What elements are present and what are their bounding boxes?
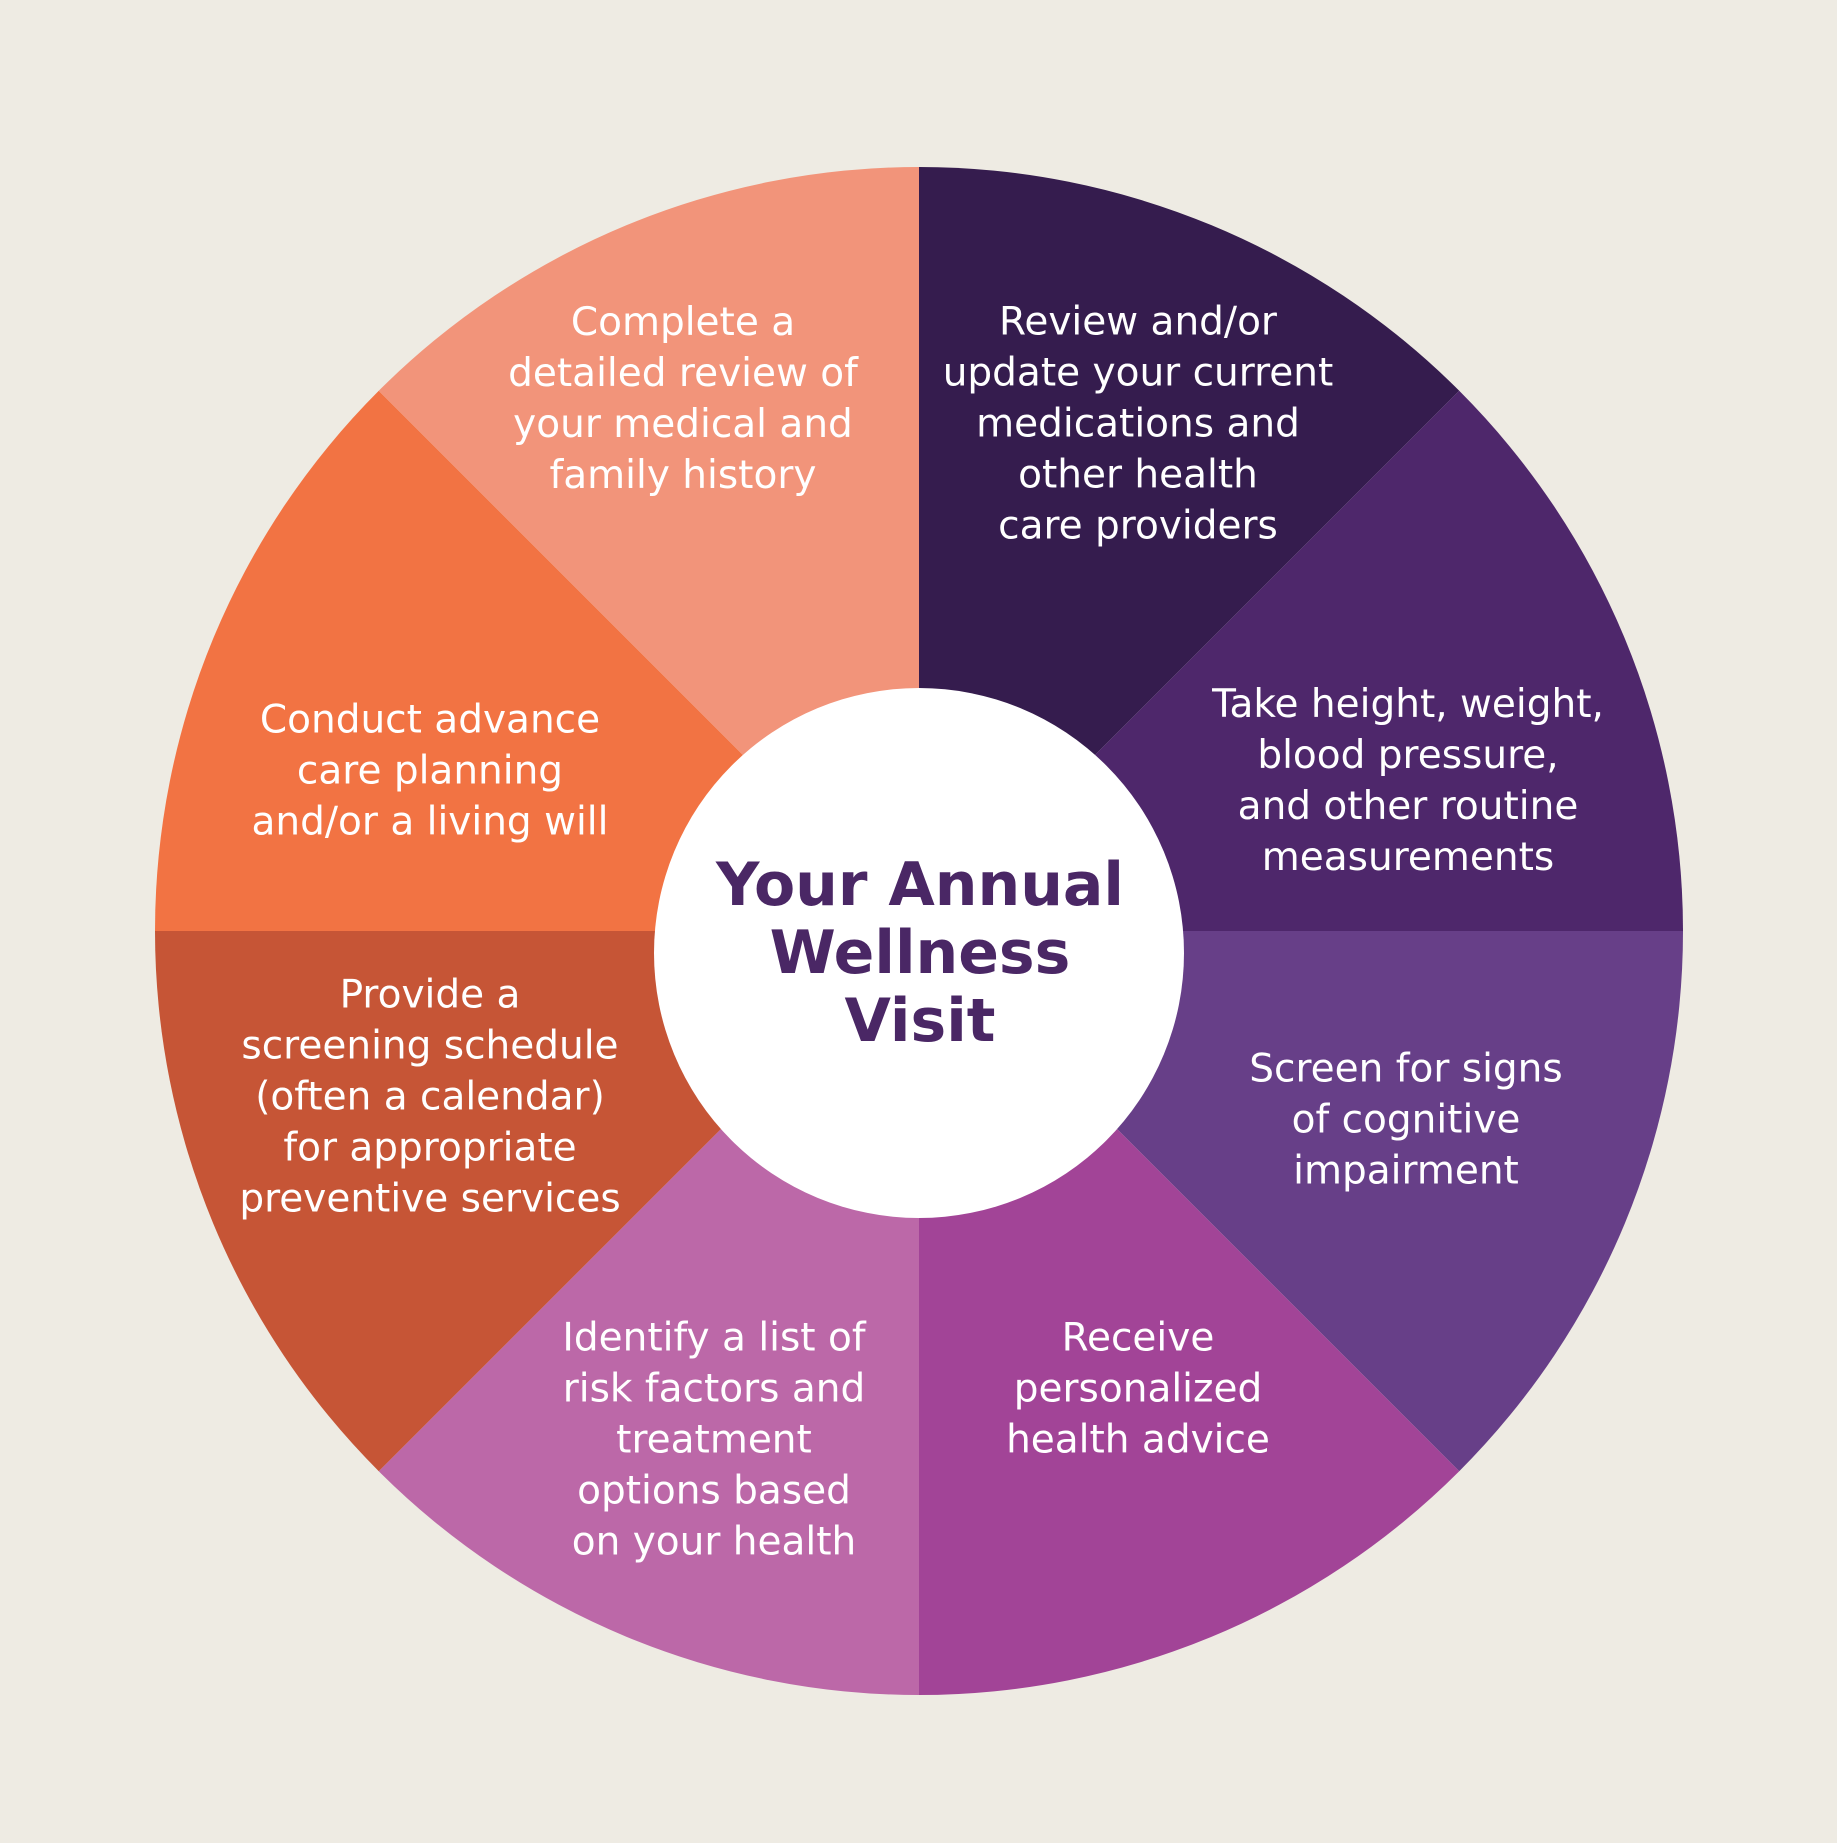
segment-label-line: and other routine [1237, 784, 1579, 829]
segment-label-line: blood pressure, [1257, 733, 1559, 778]
segment-label-line: family history [549, 453, 817, 498]
segment-label-line: measurements [1261, 835, 1555, 880]
segment-label-line: options based [577, 1468, 851, 1514]
segment-label-line: detailed review of [508, 351, 858, 396]
center-title: Your Annual Wellness Visit [716, 851, 1124, 1055]
segment-label-line: screening schedule [241, 1023, 619, 1069]
segment-label-line: impairment [1293, 1148, 1519, 1194]
segment-label: Take height, weight, blood pressure, and o… [1212, 679, 1604, 883]
segment-label-line: update your current [942, 350, 1334, 396]
segment-label-line: Provide a [339, 972, 521, 1018]
segment-label: Review and/or update your current medicati… [943, 297, 1334, 552]
segment-label-line: Identify a list of [562, 1315, 866, 1361]
segment-label: Complete a detailed review of your medical… [508, 297, 858, 501]
center-title-line: Wellness [769, 918, 1071, 988]
center-title-line: Visit [844, 986, 996, 1056]
segment-label-line: Conduct advance [259, 697, 601, 743]
segment-label-line: for appropriate [283, 1125, 577, 1171]
center-title-line: Your Annual [716, 850, 1124, 920]
segment-label: Screen for signs of cognitive impairment [1249, 1044, 1562, 1197]
segment-label-line: of cognitive [1291, 1097, 1521, 1143]
segment-label-line: health advice [1006, 1417, 1270, 1463]
segment-label-line: treatment [616, 1417, 812, 1463]
segment-label-line: Review and/or [999, 299, 1277, 345]
segment-label-line: personalized [1013, 1366, 1263, 1412]
segment-label-line: medications and [976, 401, 1300, 447]
center-circle [654, 688, 1184, 1218]
segment-label-line: Take height, weight, [1212, 682, 1604, 727]
segment-label-line: your medical and [513, 402, 853, 447]
segment-label-line: Complete a [570, 300, 796, 345]
segment-label-line: on your health [571, 1519, 857, 1565]
segment-label-line: care planning [296, 748, 564, 794]
segment-label-line: Screen for signs [1249, 1046, 1563, 1092]
segment-label: Conduct advance care planning and/or a liv… [252, 695, 609, 848]
segment-label: Receive personalized health advice [1006, 1313, 1270, 1466]
segment-label: Identify a list of risk factors and treatm… [562, 1313, 865, 1568]
segment-label-line: and/or a living will [251, 799, 609, 845]
segment-label-line: preventive services [239, 1176, 621, 1222]
segment-label-line: care providers [998, 503, 1278, 549]
segment-label-line: (often a calendar) [255, 1074, 605, 1120]
segment-label: Provide a screening schedule (often a cale… [239, 970, 620, 1225]
segment-label-line: other health [1018, 452, 1258, 498]
segment-label-line: risk factors and [562, 1366, 866, 1412]
segment-label-line: Receive [1061, 1315, 1215, 1361]
